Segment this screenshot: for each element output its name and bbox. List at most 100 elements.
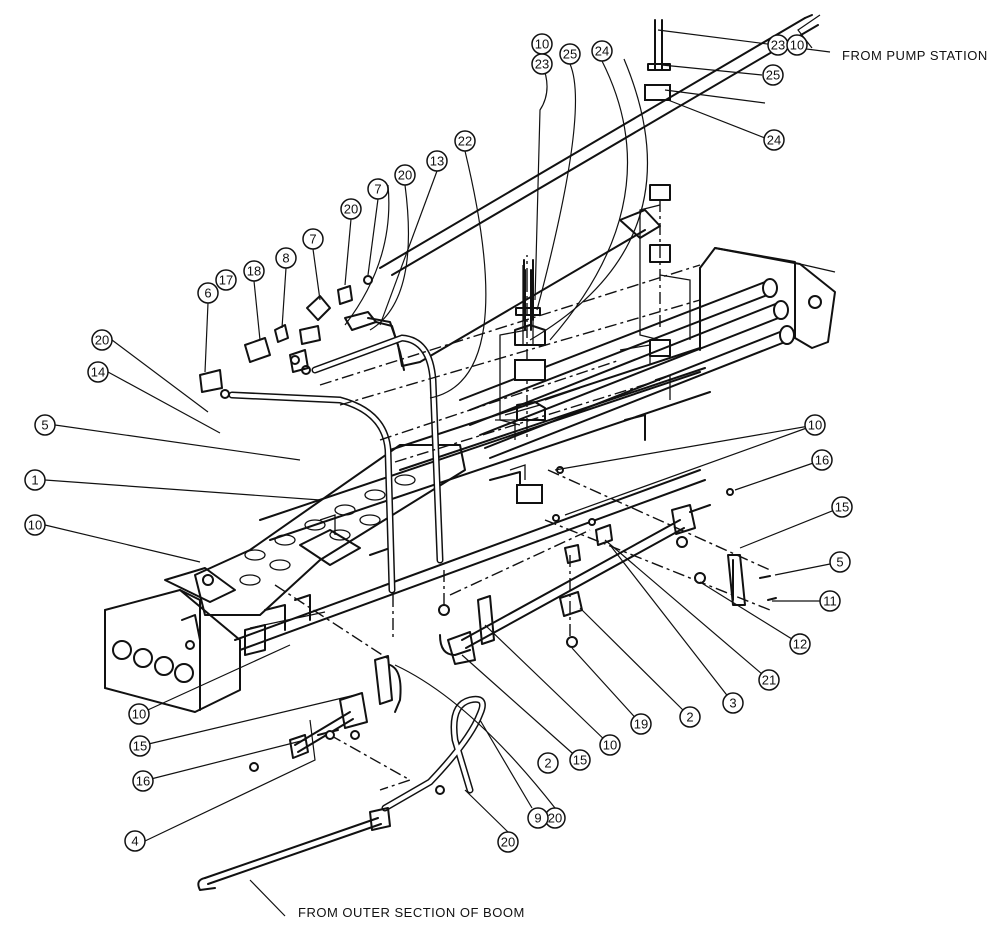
callout-c20d: 20 bbox=[544, 807, 566, 829]
callout-label: 21 bbox=[762, 673, 776, 688]
callout-label: 2 bbox=[686, 710, 693, 725]
callout-c10c: 10 bbox=[24, 514, 46, 536]
top-bolts bbox=[514, 19, 671, 381]
callout-c6: 6 bbox=[197, 282, 219, 304]
callout-label: 23 bbox=[535, 57, 549, 72]
callout-c16a: 16 bbox=[811, 449, 833, 471]
callout-label: 20 bbox=[344, 202, 358, 217]
callout-label: 15 bbox=[835, 500, 849, 515]
callout-label: 2 bbox=[544, 756, 551, 771]
callout-c20c: 20 bbox=[91, 329, 113, 351]
note-from-pump-station: FROM PUMP STATION bbox=[842, 48, 988, 63]
callout-label: 3 bbox=[729, 696, 736, 711]
callout-label: 17 bbox=[219, 273, 233, 288]
wire-harness bbox=[344, 209, 661, 371]
callout-c10d: 10 bbox=[804, 414, 826, 436]
callout-c11: 11 bbox=[819, 590, 841, 612]
main-boom-channel bbox=[234, 344, 711, 651]
callout-label: 15 bbox=[133, 739, 147, 754]
callout-c10e: 10 bbox=[599, 734, 621, 756]
callout-c7a: 7 bbox=[367, 178, 389, 200]
callout-c20a: 20 bbox=[394, 164, 416, 186]
callout-c20b: 20 bbox=[340, 198, 362, 220]
assembly-centerlines bbox=[274, 264, 771, 791]
callout-c16b: 16 bbox=[132, 770, 154, 792]
callout-c19: 19 bbox=[630, 713, 652, 735]
clamp-column-right bbox=[624, 184, 671, 441]
outer-boom-frame bbox=[699, 247, 836, 351]
callout-label: 4 bbox=[131, 834, 138, 849]
callout-label: 12 bbox=[793, 637, 807, 652]
callout-label: 20 bbox=[398, 168, 412, 183]
callout-label: 1 bbox=[31, 473, 38, 488]
callout-label: 10 bbox=[790, 38, 804, 53]
callout-label: 5 bbox=[836, 555, 843, 570]
callout-c21: 21 bbox=[758, 669, 780, 691]
callout-c10b: 10 bbox=[786, 34, 808, 56]
center-boom-plate bbox=[194, 444, 466, 616]
callout-label: 25 bbox=[563, 47, 577, 62]
callout-label: 10 bbox=[535, 37, 549, 52]
callout-c7b: 7 bbox=[302, 228, 324, 250]
callout-c8: 8 bbox=[275, 247, 297, 269]
callout-c2a: 2 bbox=[679, 706, 701, 728]
callout-label: 7 bbox=[309, 232, 316, 247]
callout-label: 20 bbox=[548, 811, 562, 826]
callout-c24b: 24 bbox=[763, 129, 785, 151]
callout-label: 10 bbox=[603, 738, 617, 753]
offset-guide-lines bbox=[499, 204, 691, 426]
callout-c4: 4 bbox=[124, 830, 146, 852]
pump-station-pipe bbox=[379, 14, 819, 276]
callout-label: 13 bbox=[430, 154, 444, 169]
callout-c25b: 25 bbox=[762, 64, 784, 86]
callout-label: 15 bbox=[573, 753, 587, 768]
callout-label: 24 bbox=[767, 133, 781, 148]
callout-label: 11 bbox=[823, 594, 837, 609]
right-nozzle-pipe bbox=[461, 488, 777, 649]
upper-boom-pipe bbox=[311, 334, 444, 564]
callout-c24a: 24 bbox=[591, 40, 613, 62]
fitting-chain bbox=[199, 275, 373, 399]
callout-c5a: 5 bbox=[34, 414, 56, 436]
callout-c20e: 20 bbox=[497, 831, 519, 853]
note-from-outer-boom: FROM OUTER SECTION OF BOOM bbox=[298, 905, 525, 920]
callout-label: 10 bbox=[132, 707, 146, 722]
callout-c9: 9 bbox=[527, 807, 549, 829]
callout-label: 19 bbox=[634, 717, 648, 732]
callout-label: 5 bbox=[41, 418, 48, 433]
callout-c22: 22 bbox=[454, 130, 476, 152]
callout-label: 20 bbox=[95, 333, 109, 348]
callout-c23b: 23 bbox=[767, 34, 789, 56]
left-nozzle-assembly bbox=[249, 655, 402, 772]
callout-c10f: 10 bbox=[128, 703, 150, 725]
callout-label: 18 bbox=[247, 264, 261, 279]
left-boom-pipe bbox=[228, 391, 396, 594]
callout-c13: 13 bbox=[426, 150, 448, 172]
callout-c15c: 15 bbox=[129, 735, 151, 757]
callout-label: 10 bbox=[28, 518, 42, 533]
callout-label: 23 bbox=[771, 38, 785, 53]
callout-label: 25 bbox=[766, 68, 780, 83]
callout-label: 16 bbox=[815, 453, 829, 468]
callout-c2b: 2 bbox=[537, 752, 559, 774]
callout-c14: 14 bbox=[87, 361, 109, 383]
callout-label: 8 bbox=[282, 251, 289, 266]
callout-c15a: 15 bbox=[831, 496, 853, 518]
callout-label: 14 bbox=[91, 365, 105, 380]
callout-label: 7 bbox=[374, 182, 381, 197]
inner-boom-end-box bbox=[104, 567, 241, 713]
callout-label: 24 bbox=[595, 44, 609, 59]
callout-leaders bbox=[44, 14, 843, 917]
callout-c25a: 25 bbox=[559, 43, 581, 65]
outer-section-hose bbox=[197, 695, 486, 891]
callout-label: 22 bbox=[458, 134, 472, 149]
callout-label: 6 bbox=[204, 286, 211, 301]
callout-label: 9 bbox=[534, 811, 541, 826]
callout-c3: 3 bbox=[722, 692, 744, 714]
callout-c18: 18 bbox=[243, 260, 265, 282]
callout-c10a: 10 bbox=[531, 33, 553, 55]
callout-label: 20 bbox=[501, 835, 515, 850]
callout-c17: 17 bbox=[215, 269, 237, 291]
callout-label: 10 bbox=[808, 418, 822, 433]
callout-c5b: 5 bbox=[829, 551, 851, 573]
